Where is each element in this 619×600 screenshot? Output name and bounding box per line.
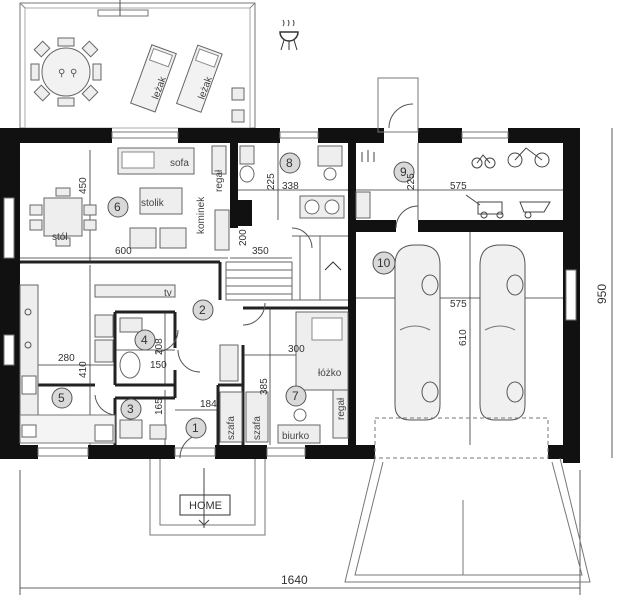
bicycle-icon	[471, 154, 496, 169]
desk-label: biurko	[282, 431, 310, 442]
svg-text:200: 200	[238, 229, 249, 246]
room-number-8: 8	[279, 152, 301, 174]
bathroom-fixtures	[94, 145, 345, 440]
svg-text:300: 300	[288, 344, 305, 355]
svg-text:4: 4	[141, 333, 148, 347]
room-number-9: 9	[393, 161, 415, 183]
svg-text:410: 410	[78, 361, 89, 378]
svg-text:9: 9	[400, 165, 407, 179]
bedroom-shelf-label: regał	[336, 397, 347, 420]
svg-text:338: 338	[282, 181, 299, 192]
svg-text:184: 184	[200, 399, 217, 410]
bed-label: łóżko	[318, 368, 342, 379]
svg-text:350: 350	[252, 246, 269, 257]
dining-table-label: stół	[52, 232, 68, 243]
wardrobe-label: szafa	[252, 416, 263, 440]
svg-text:950: 950	[595, 284, 609, 304]
svg-text:⚲: ⚲	[70, 68, 77, 79]
svg-text:1640: 1640	[281, 573, 308, 587]
lounge-chair-icon	[130, 44, 177, 113]
room-number-2: 2	[192, 299, 214, 321]
lounge-chair-icon	[175, 44, 223, 113]
room-number-4: 4	[134, 329, 156, 351]
room-number-7: 7	[285, 385, 307, 407]
terrace: ⚲ ⚲ leżak leżak	[19, 0, 256, 129]
lawnmower-icon	[465, 194, 504, 219]
room-number-3: 3	[120, 398, 142, 420]
svg-text:2: 2	[199, 303, 206, 317]
svg-text:600: 600	[115, 246, 132, 257]
svg-text:575: 575	[450, 181, 467, 192]
room-number-1: 1	[185, 417, 207, 439]
svg-text:6: 6	[114, 200, 121, 214]
svg-text:385: 385	[259, 378, 270, 395]
bicycle-icon	[507, 147, 550, 168]
wheelbarrow-icon	[519, 201, 551, 219]
entrance-steps	[149, 459, 266, 536]
svg-text:208: 208	[154, 338, 165, 355]
svg-text:1: 1	[192, 421, 199, 435]
sofa-label: sofa	[170, 158, 189, 169]
tv-label: tv	[164, 288, 172, 299]
kitchen-furniture	[19, 284, 116, 444]
svg-text:165: 165	[154, 398, 165, 415]
svg-text:150: 150	[150, 360, 167, 371]
svg-text:450: 450	[78, 177, 89, 194]
room-number-5: 5	[51, 387, 73, 409]
tool-icon	[361, 150, 375, 162]
home-label: HOME	[189, 500, 222, 512]
svg-text:575: 575	[450, 299, 467, 310]
svg-text:7: 7	[292, 389, 299, 403]
svg-text:8: 8	[286, 156, 293, 170]
grill-icon	[279, 19, 299, 51]
svg-text:225: 225	[406, 173, 417, 190]
room-markers: 1 2 3 4 5 6 7 8 9 10	[51, 152, 415, 439]
shelf-label: regał	[214, 169, 225, 192]
windows	[3, 131, 577, 457]
svg-text:⚲: ⚲	[58, 68, 65, 79]
svg-text:10: 10	[377, 256, 391, 270]
interior-walls	[20, 260, 348, 445]
round-table-icon: ⚲ ⚲	[30, 37, 102, 107]
driveway	[344, 457, 591, 583]
wardrobe-label: szafa	[226, 416, 237, 440]
room-number-10: 10	[372, 251, 396, 275]
bedroom-furniture	[219, 311, 349, 444]
svg-text:225: 225	[266, 173, 277, 190]
coffee-table-label: stolik	[141, 198, 165, 209]
room-number-6: 6	[107, 196, 129, 218]
svg-text:280: 280	[58, 353, 75, 364]
car-icon	[394, 244, 441, 421]
svg-text:3: 3	[127, 402, 134, 416]
car-icon	[479, 244, 526, 421]
svg-text:610: 610	[458, 329, 469, 346]
svg-text:5: 5	[58, 391, 65, 405]
stairs	[225, 235, 348, 301]
fireplace-label: kominek	[196, 196, 207, 234]
living-room-furniture	[29, 145, 230, 298]
dimension-labels: 450 600 200 350 225 338 225 575 575 610 …	[58, 173, 609, 587]
